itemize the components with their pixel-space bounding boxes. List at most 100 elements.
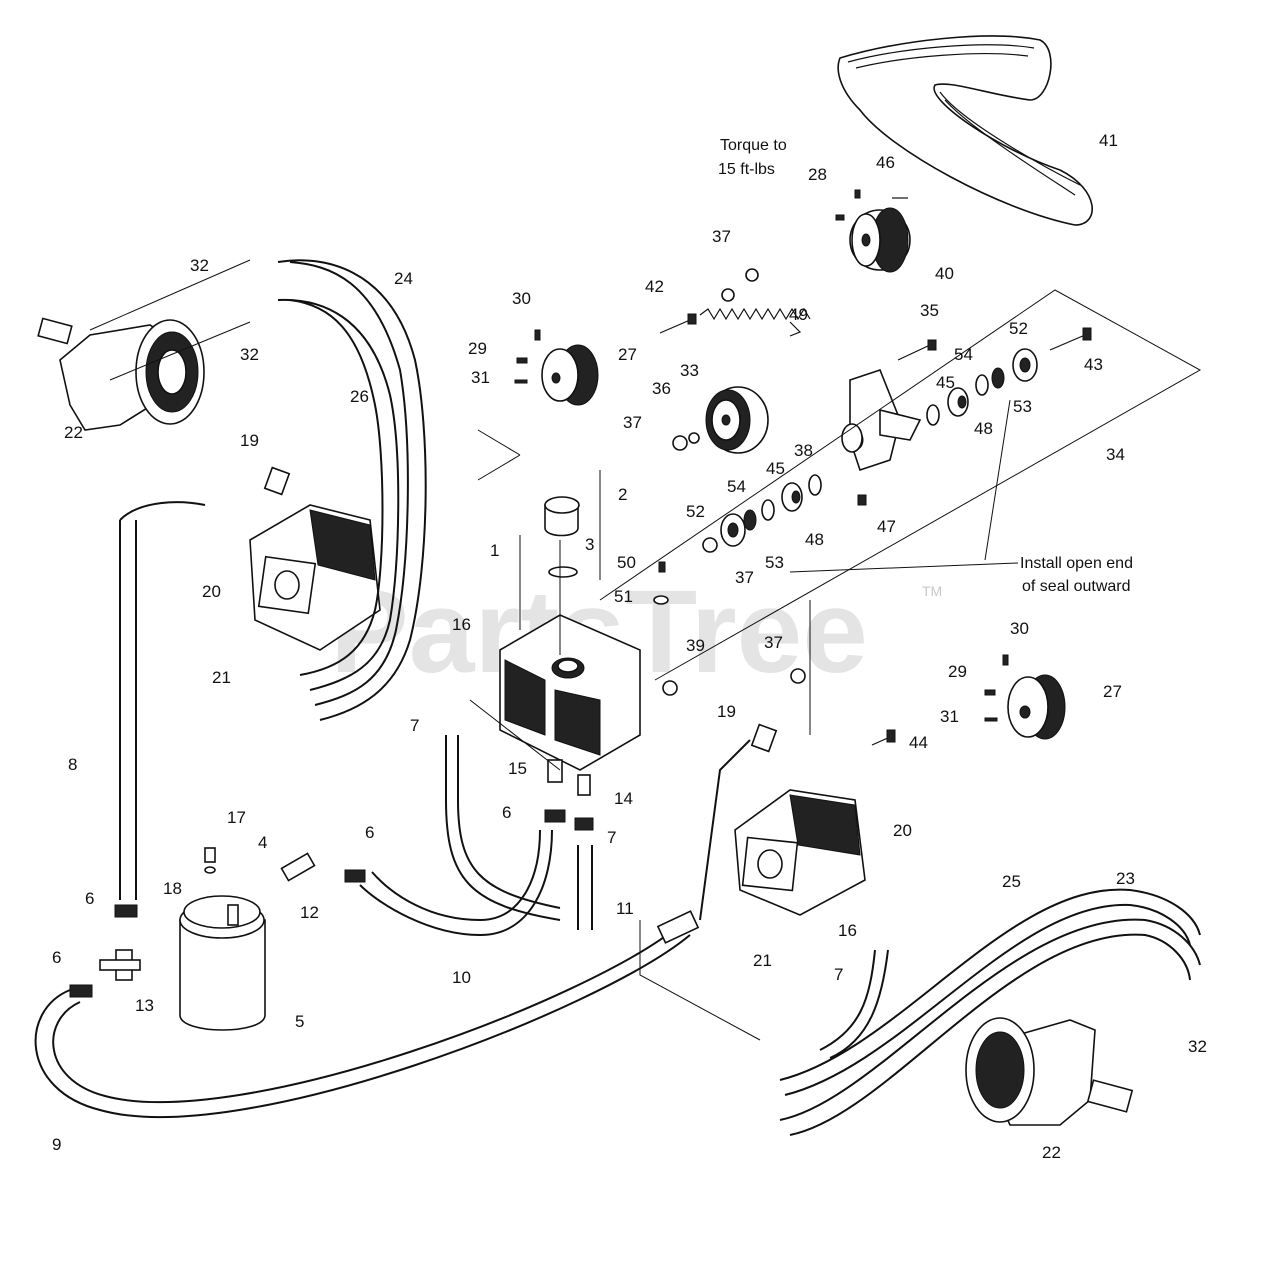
idler-pulley-33 [705,386,769,454]
callout-16-left: 16 [452,615,471,634]
callout-12: 12 [300,903,319,922]
bearing-seal-group-upper [926,348,1038,426]
callout-7-center: 7 [607,828,616,847]
callout-27-right: 27 [1103,682,1122,701]
callout-35: 35 [920,301,939,320]
callout-20-right: 20 [893,821,912,840]
callout-6-filter: 6 [85,889,94,908]
torque-note-line1: Torque to [720,137,787,154]
callout-24: 24 [394,269,413,288]
hydraulic-hoses [34,259,1201,1136]
idler-pulley-27-top [541,344,599,406]
callout-53-upper: 53 [1013,397,1032,416]
wheel-motor-right [965,1017,1134,1126]
callout-6-lower: 6 [52,948,61,967]
callout-42: 42 [645,277,664,296]
callout-51: 51 [614,587,633,606]
wheel-motor-left [37,317,205,431]
callout-52-upper: 52 [1009,319,1028,338]
callout-40: 40 [935,264,954,283]
callout-20-left: 20 [202,582,221,601]
callout-6-hose: 6 [365,823,374,842]
bearing-seal-group-lower [720,423,863,547]
callout-45-lower: 45 [766,459,785,478]
callout-34: 34 [1106,445,1125,464]
pulley-40 [849,207,911,273]
callout-32-right: 32 [1188,1037,1207,1056]
callout-17: 17 [227,808,246,827]
callout-22-right: 22 [1042,1143,1061,1162]
callout-53-lower: 53 [765,553,784,572]
callout-37-lower: 37 [735,568,754,587]
hydraulic-reservoir [499,496,641,771]
seal-note-leader [789,562,1019,573]
callout-32-upper: 32 [190,256,209,275]
callout-37-left: 37 [623,413,642,432]
callout-49: 49 [789,305,808,324]
callout-43: 43 [1084,355,1103,374]
seal-note-line2: of seal outward [1022,578,1131,595]
callout-6-reservoir: 6 [502,803,511,822]
callout-18: 18 [163,879,182,898]
callout-2: 2 [618,485,627,504]
callout-37-top: 37 [712,227,731,246]
callout-47: 47 [877,517,896,536]
callout-54-upper: 54 [954,345,973,364]
callout-11: 11 [616,899,634,918]
callout-28: 28 [808,165,827,184]
callout-32-mid: 32 [240,345,259,364]
callout-27-top: 27 [618,345,637,364]
callout-31-top: 31 [471,368,490,387]
callout-labels: 1 2 3 4 5 6 6 6 6 7 7 7 8 9 10 11 12 13 … [52,131,1207,1162]
callout-38: 38 [794,441,813,460]
watermark-trademark: TM [922,583,942,599]
callout-29-top: 29 [468,339,487,358]
callout-39: 39 [686,636,705,655]
callout-19-right: 19 [717,702,736,721]
hydraulic-pump-left [249,466,381,651]
callout-52-lower: 52 [686,502,705,521]
callout-26: 26 [350,387,369,406]
seal-note-leader-2 [984,399,1011,561]
callout-41: 41 [1099,131,1118,150]
callout-23: 23 [1116,869,1135,888]
hardware-small [514,189,1092,746]
callout-48-lower: 48 [805,530,824,549]
callout-4: 4 [258,833,267,852]
callout-48-upper: 48 [974,419,993,438]
seal-note-line1: Install open end [1020,555,1133,572]
callout-30-right: 30 [1010,619,1029,638]
hydraulic-filter [179,895,266,1031]
callout-29-right: 29 [948,662,967,681]
callout-36: 36 [652,379,671,398]
callout-50: 50 [617,553,636,572]
callout-15: 15 [508,759,527,778]
callout-54-lower: 54 [727,477,746,496]
callout-46: 46 [876,153,895,172]
callout-8: 8 [68,755,77,774]
callout-31-right: 31 [940,707,959,726]
callout-21-right: 21 [753,951,772,970]
callout-22-left: 22 [64,423,83,442]
hydraulic-pump-right [734,723,866,916]
torque-note-line2: 15 ft-lbs [718,161,775,178]
callout-7-left: 7 [410,716,419,735]
callout-45-upper: 45 [936,373,955,392]
callout-25: 25 [1002,872,1021,891]
callout-13: 13 [135,996,154,1015]
idler-pulley-27-right [1007,674,1066,740]
idler-bracket [846,369,922,472]
callout-30-top: 30 [512,289,531,308]
tension-spring [699,307,811,337]
callout-5: 5 [295,1012,304,1031]
callout-37-pump: 37 [764,633,783,652]
callout-44: 44 [909,733,928,752]
callout-3: 3 [585,535,594,554]
reservoir-fittings [544,759,594,831]
callout-1: 1 [490,541,499,560]
callout-14: 14 [614,789,633,808]
callout-19-left: 19 [240,431,259,450]
callout-10: 10 [452,968,471,987]
assembly-lines [89,259,1202,1041]
